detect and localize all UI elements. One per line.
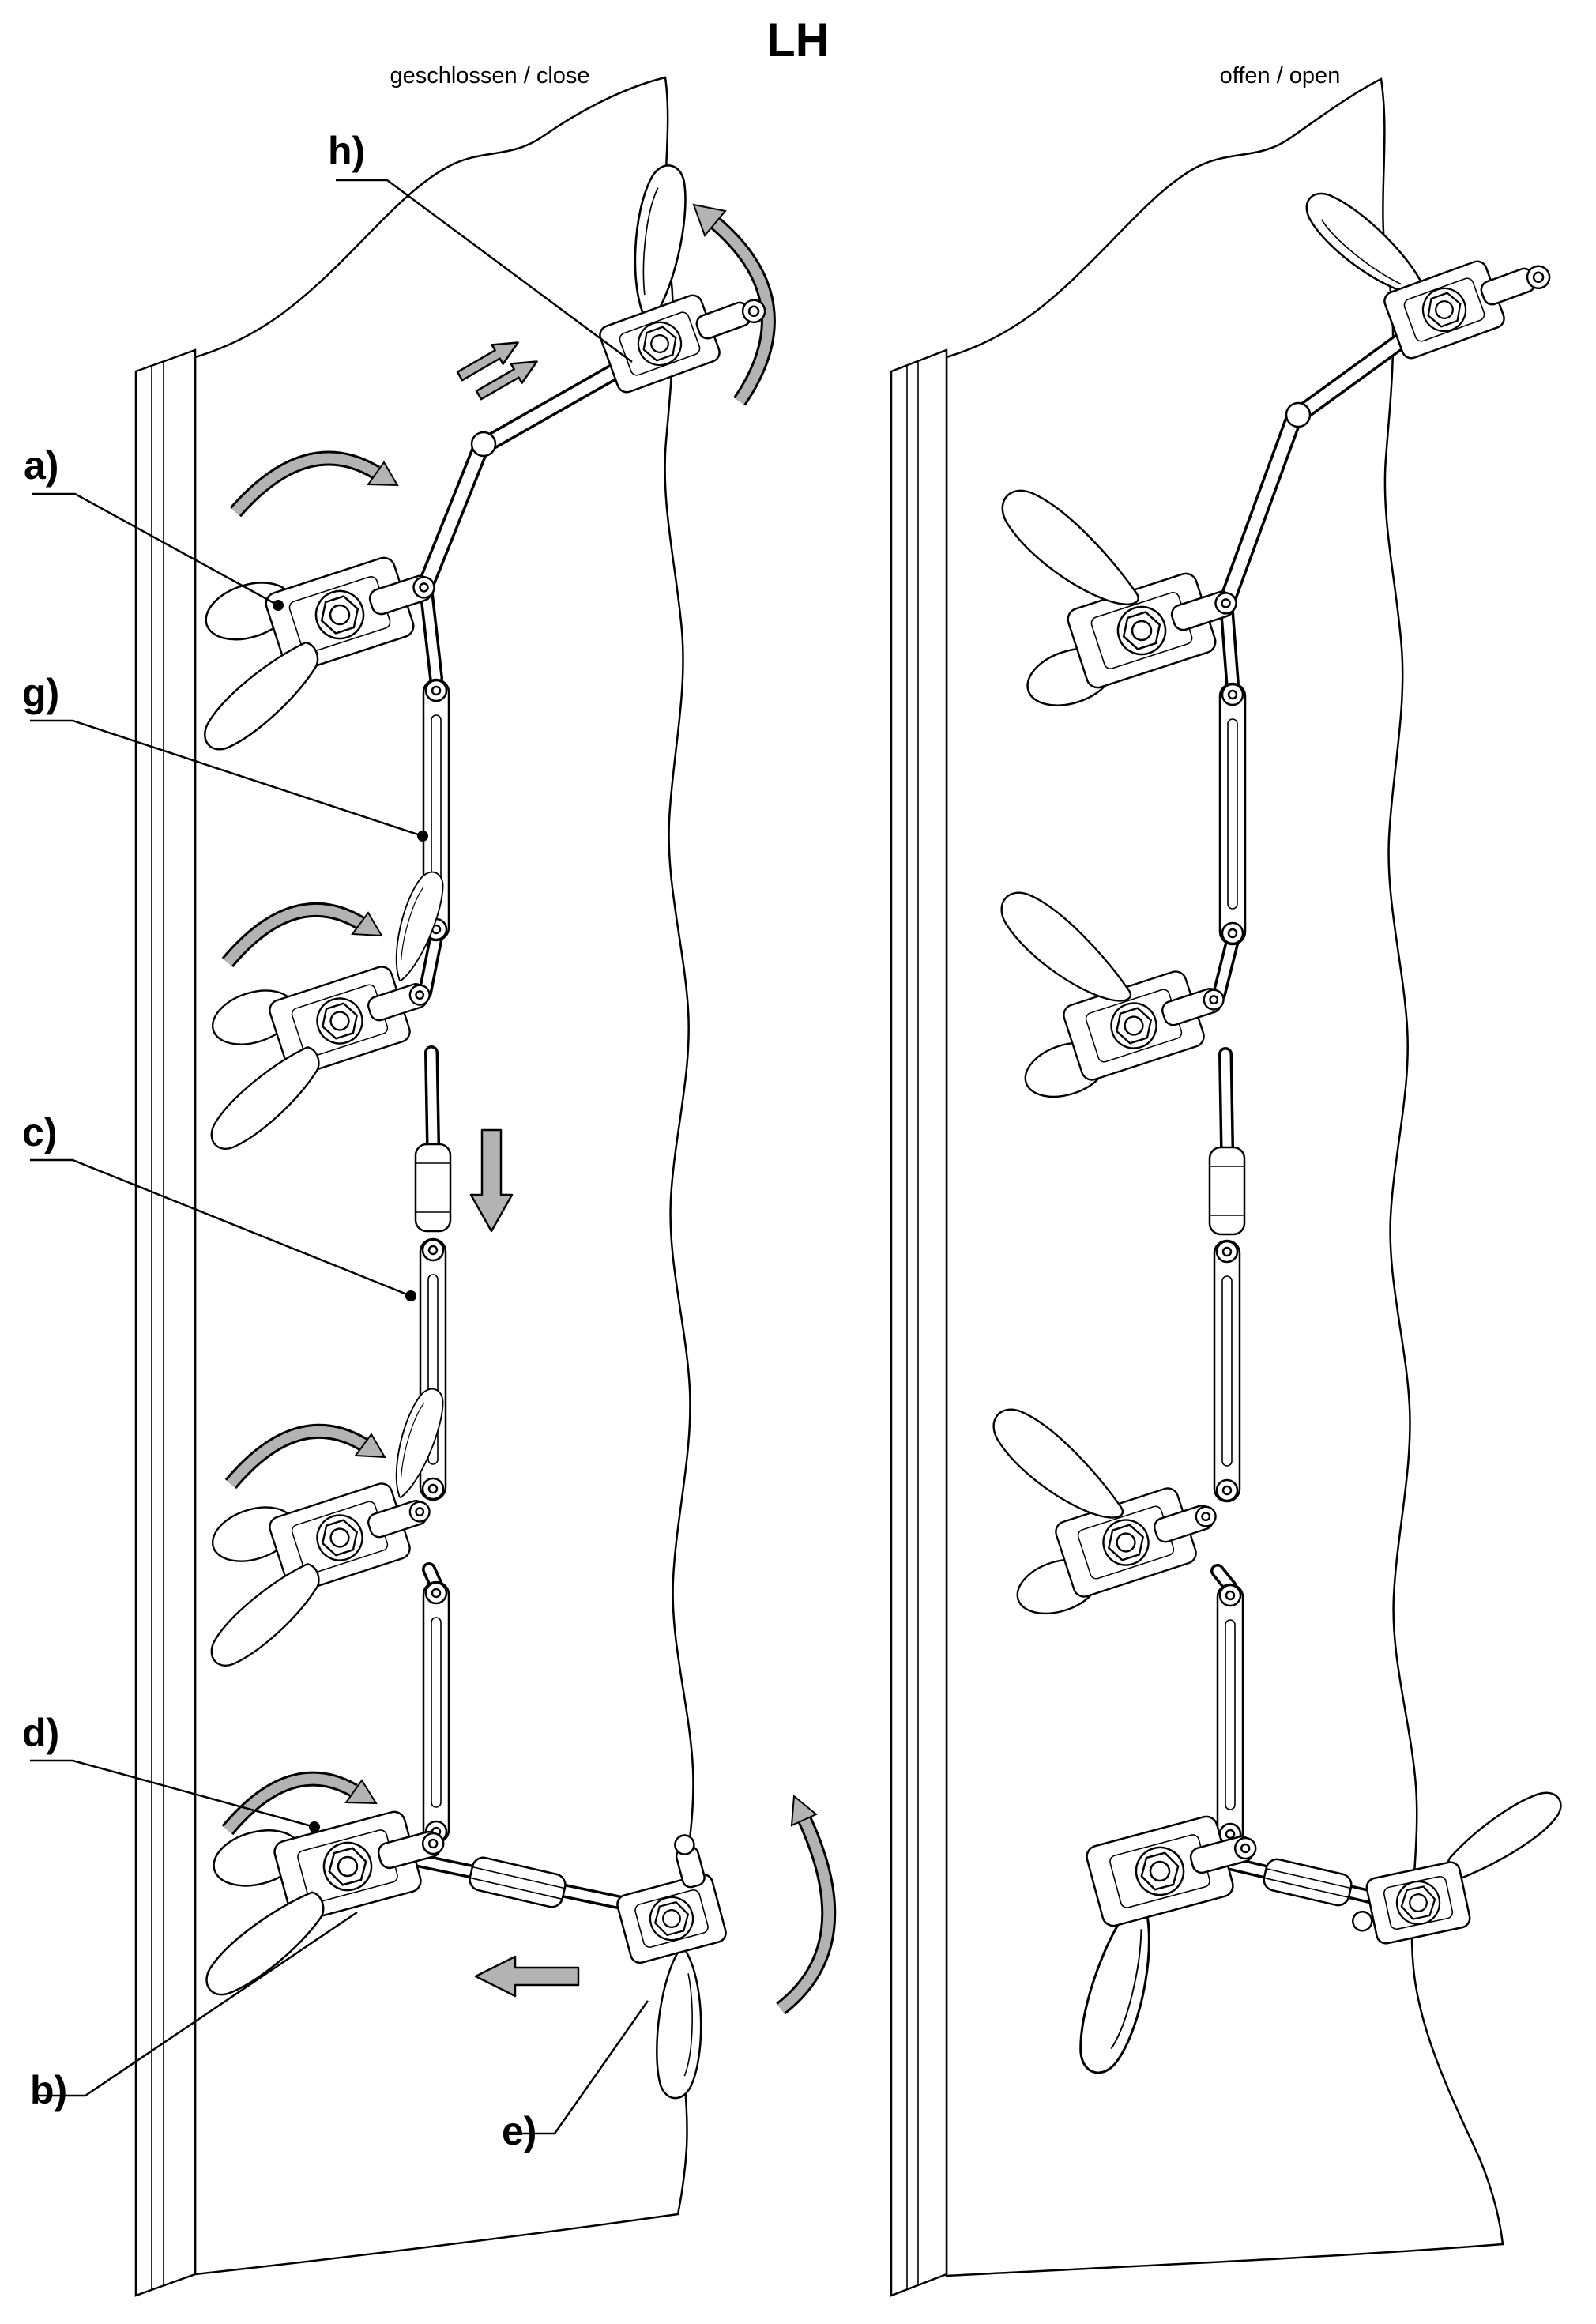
callout-leader-h xyxy=(336,179,633,363)
rod-elbow-joint xyxy=(470,431,497,458)
cam-latch-bottom-right-open xyxy=(1352,1791,1562,1945)
callout-d: d) xyxy=(22,1711,60,1755)
locking-mechanism-open xyxy=(962,181,1562,2081)
horizontal-rod-coupler-open xyxy=(1263,1858,1353,1907)
door-edge-strip-closed xyxy=(134,348,197,2297)
connector-bar-3-open xyxy=(1216,1583,1244,1847)
figure-open xyxy=(890,77,1504,2297)
turnbuckle-sleeve-closed xyxy=(414,1143,452,1233)
connector-bar-1-open xyxy=(1218,682,1247,946)
callout-leader-b xyxy=(38,1911,358,2097)
rotation-arrow-top xyxy=(692,203,776,406)
rotation-arrow-latch3 xyxy=(224,1423,386,1490)
rotation-arrow-latch2 xyxy=(221,902,383,968)
rod-elbow-joint xyxy=(1285,401,1312,428)
door-edge-strip-open xyxy=(890,348,948,2297)
rotation-arrow-latch1 xyxy=(229,450,399,518)
callout-b: b) xyxy=(30,2068,68,2112)
callout-a: a) xyxy=(24,443,59,488)
cam-latch-bottom-right-closed xyxy=(616,1834,727,2100)
rotation-arrow-latch4 xyxy=(221,1771,378,1836)
callout-leader-e xyxy=(512,2000,649,2135)
callout-e: e) xyxy=(502,2109,537,2153)
caption-open: offen / open xyxy=(1219,63,1341,89)
turnbuckle-sleeve-open xyxy=(1208,1146,1246,1236)
connector-bar-3 xyxy=(422,1580,450,1844)
locking-mechanism-closed xyxy=(164,160,777,2100)
callout-leader-g xyxy=(30,719,423,838)
caption-closed: geschlossen / close xyxy=(390,63,590,89)
motion-arrow-down xyxy=(469,1128,514,1233)
callout-leaders xyxy=(30,179,649,2135)
rotation-arrow-bottom-right xyxy=(776,1795,837,2015)
cam-latch-4-open xyxy=(1069,1815,1257,2081)
page-title: LH xyxy=(766,13,830,66)
callout-leader-a xyxy=(32,492,279,607)
horizontal-rod-coupler-closed xyxy=(469,1856,567,1908)
callout-g: g) xyxy=(22,671,60,715)
callout-h: h) xyxy=(328,129,366,173)
callout-leader-c xyxy=(30,1158,412,1298)
motion-arrow-left xyxy=(474,1955,580,1998)
callout-c: c) xyxy=(22,1110,58,1154)
connector-bar-2-open xyxy=(1213,1239,1241,1503)
callout-leader-d xyxy=(30,1759,315,1829)
motion-arrow-top-rod xyxy=(456,341,538,401)
